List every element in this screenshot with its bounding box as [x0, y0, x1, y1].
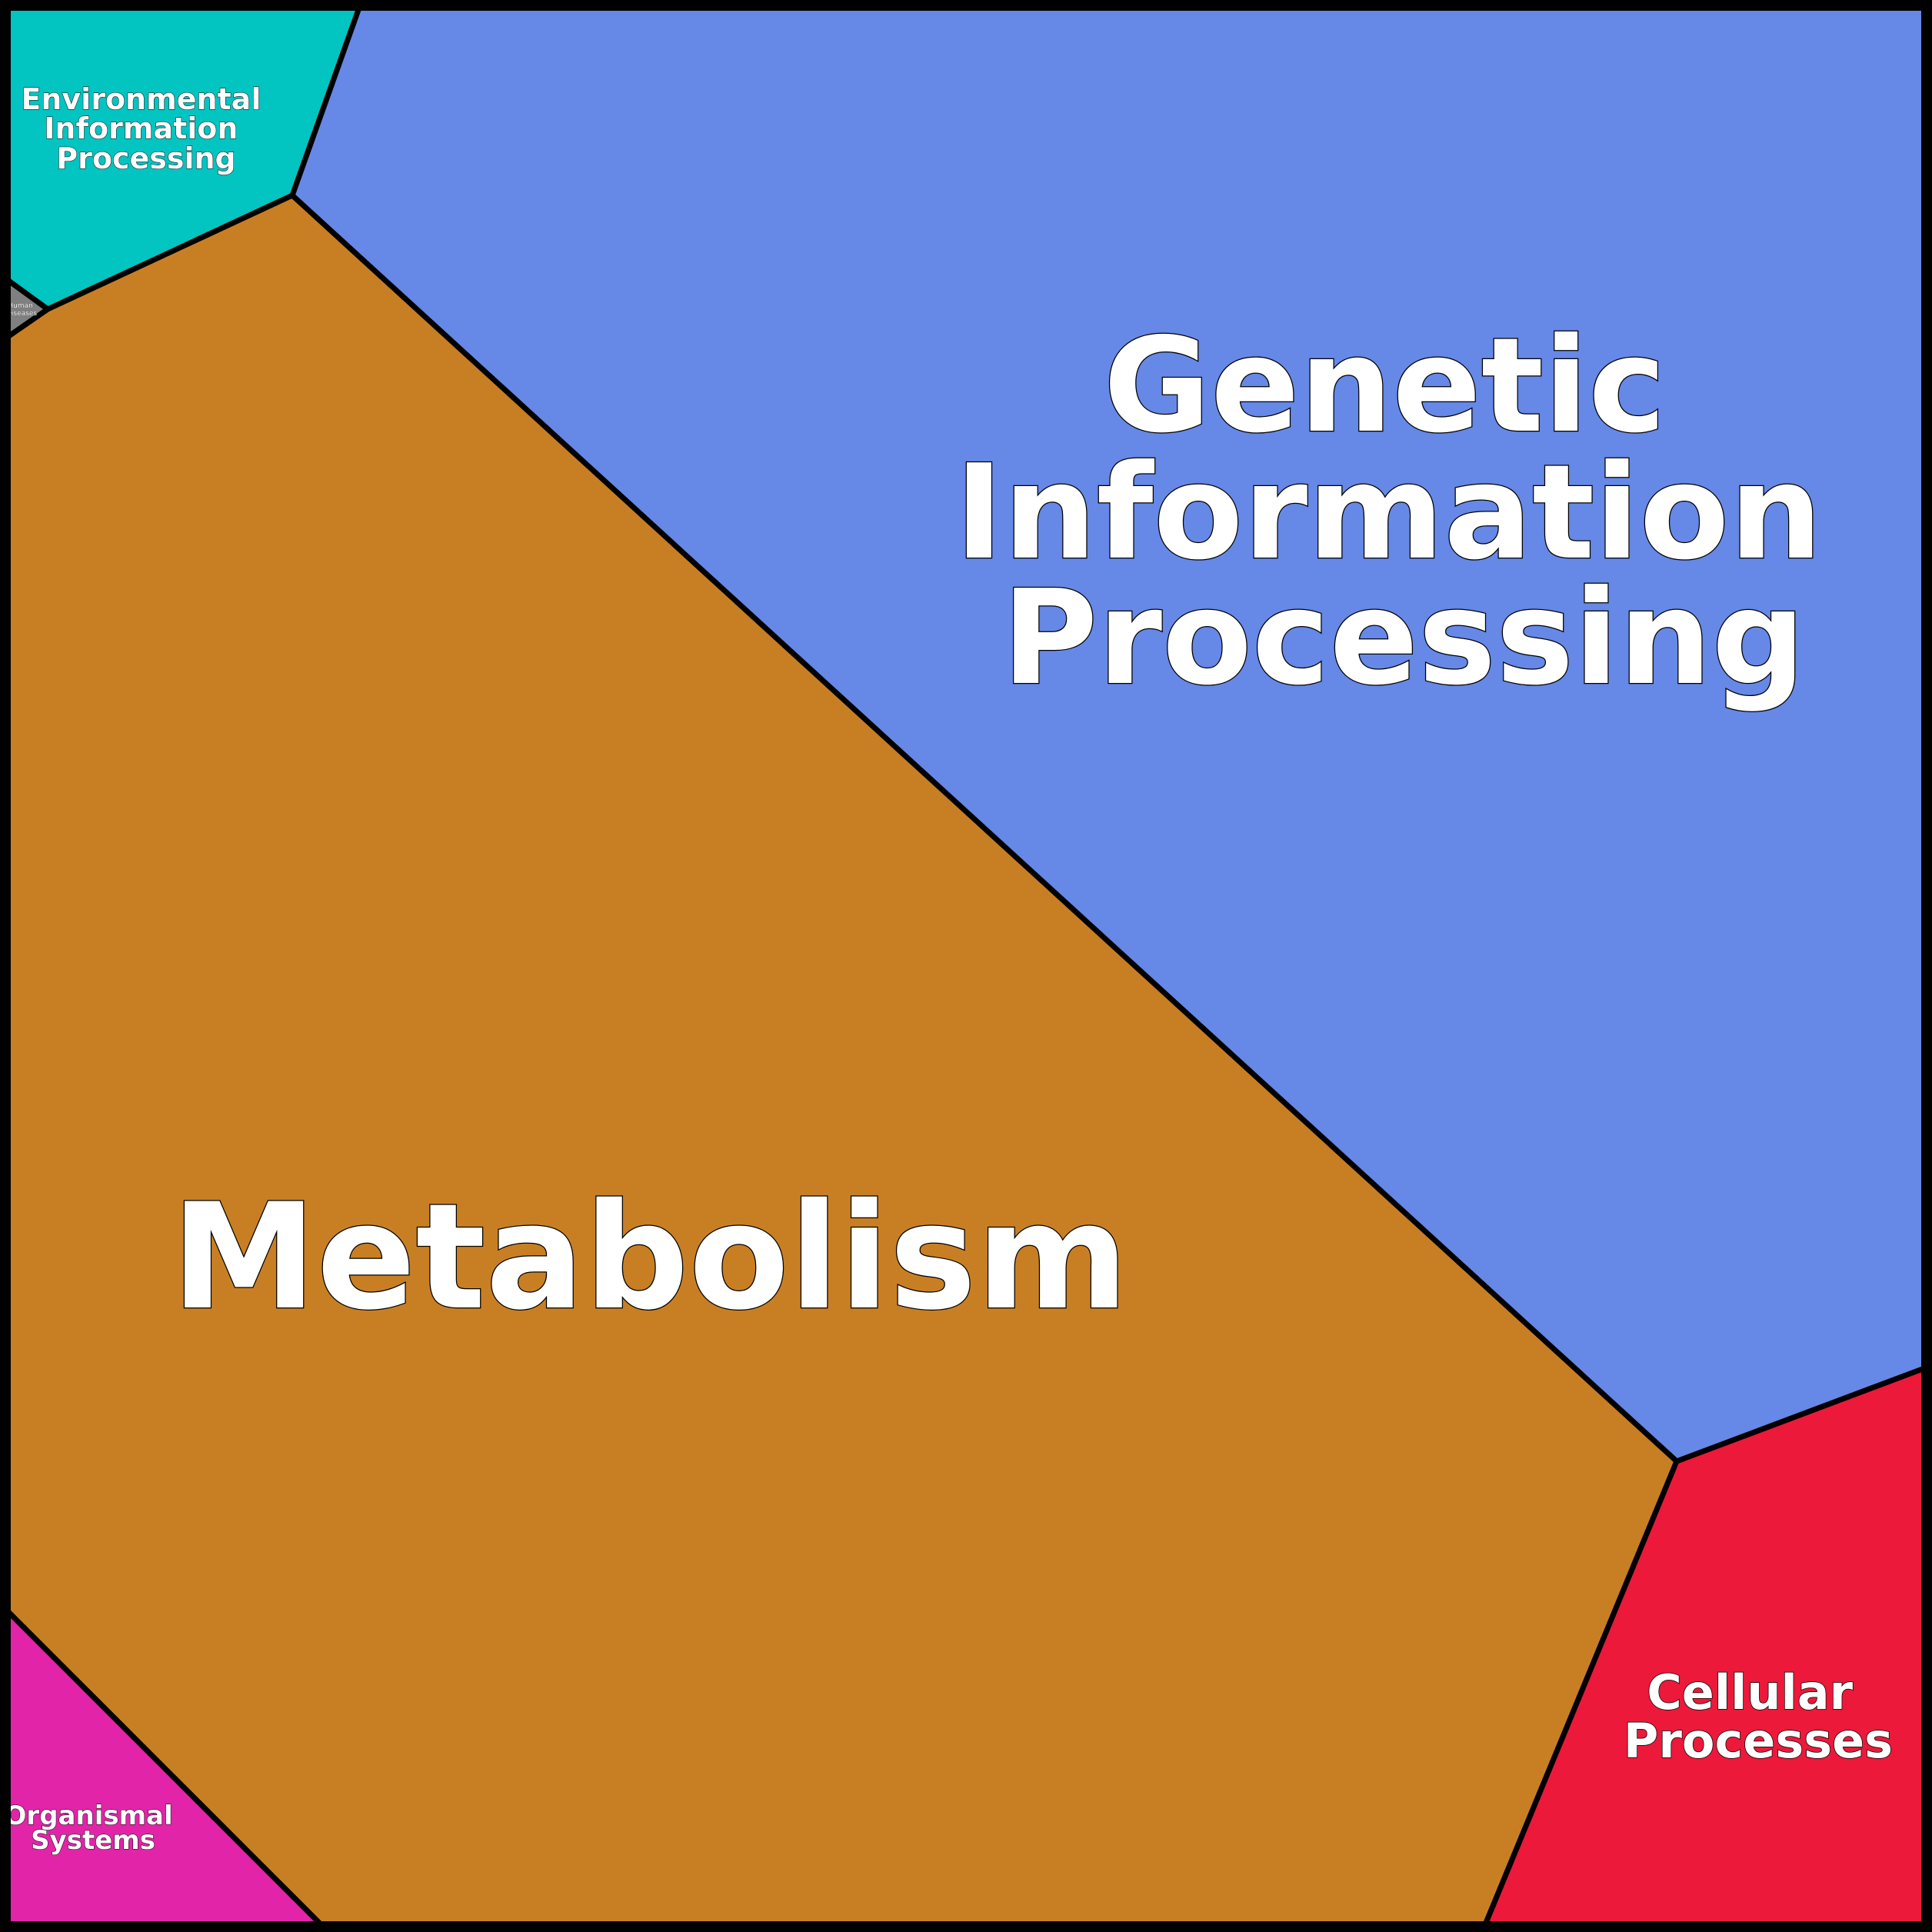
label-metabolism-line-1: Metabolism — [172, 1172, 1129, 1342]
label-genetic-line-3: Processing — [1002, 562, 1806, 715]
label-organismal-line-1: Organismal — [5, 1800, 173, 1831]
label-environmental-information-processing: Environmental Information Processing — [21, 82, 271, 175]
label-human-diseases: Human Diseases — [6, 302, 37, 318]
label-organismal-systems: Organismal Systems — [5, 1800, 182, 1856]
label-human-line-1: Human — [8, 302, 32, 310]
label-cellular-line-2: Processes — [1624, 1713, 1893, 1769]
label-cellular-processes: Cellular Processes — [1624, 1664, 1893, 1769]
label-cellular-line-1: Cellular — [1647, 1664, 1853, 1720]
label-environmental-line-2: Information — [44, 112, 238, 145]
label-genetic-information-processing: Genetic Information Processing — [954, 310, 1867, 715]
label-environmental-line-1: Environmental — [21, 82, 261, 116]
label-organismal-line-2: Systems — [31, 1825, 155, 1856]
label-environmental-line-3: Processing — [56, 142, 236, 175]
label-genetic-line-2: Information — [954, 437, 1822, 589]
label-metabolism: Metabolism — [172, 1172, 1129, 1342]
label-genetic-line-1: Genetic — [1104, 310, 1666, 462]
label-human-line-2: Diseases — [6, 310, 37, 318]
